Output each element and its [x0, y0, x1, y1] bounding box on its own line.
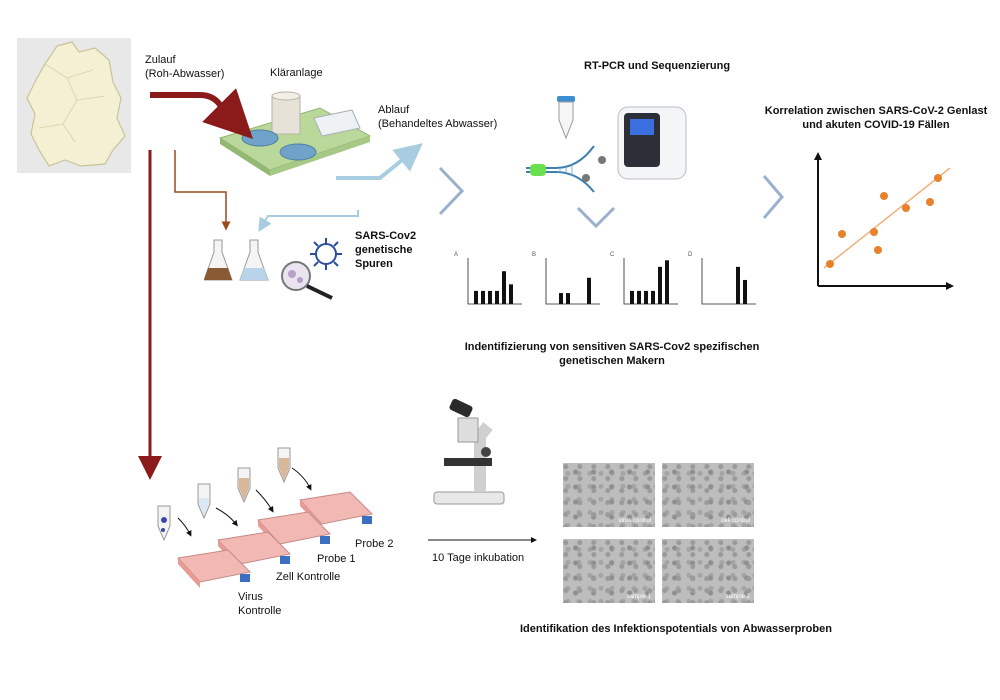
dna-strand-icon	[516, 134, 616, 194]
spuren-label-3: Spuren	[355, 258, 393, 270]
bar	[736, 266, 740, 304]
rtpcr-title: RT-PCR und Sequenzierung	[584, 60, 731, 72]
scatter-point	[874, 246, 882, 254]
marker-bar-charts: A B C D	[454, 252, 756, 305]
zell-kontrolle-label: Zell Kontrolle	[276, 571, 341, 583]
zulauf-label: Zulauf	[145, 54, 176, 66]
bar	[509, 284, 513, 304]
micrograph-virus-control: virus control	[563, 463, 655, 527]
bar	[658, 266, 662, 304]
marker-title-1: Indentifizierung von sensitiven SARS-Cov…	[464, 341, 760, 353]
scatter-point	[880, 192, 888, 200]
bar	[495, 290, 499, 304]
scatter-point	[838, 230, 846, 238]
magnifier-icon	[276, 258, 342, 302]
micrograph-sample-1: sample 1	[563, 539, 655, 603]
virus-icon	[308, 236, 344, 272]
scatter-point	[870, 228, 878, 236]
scatter-point	[902, 204, 910, 212]
bar	[481, 290, 485, 304]
kontrolle-label: Kontrolle	[238, 605, 282, 617]
probe1-label: Probe 1	[317, 553, 356, 565]
virus-label: Virus	[238, 591, 263, 603]
tube-icon	[555, 96, 577, 140]
pcr-machine-icon	[614, 103, 690, 183]
korrelation-title-1: Korrelation zwischen SARS-CoV-2 Genlast	[764, 105, 988, 117]
tube-virus	[157, 505, 171, 542]
klaeranlage-label: Kläranlage	[270, 67, 323, 79]
inflow-arrow	[150, 88, 253, 139]
chevron-1	[438, 166, 465, 216]
cell-flask-group	[157, 447, 374, 588]
bar	[474, 290, 478, 304]
panel-label: C	[610, 252, 615, 258]
probe2-label: Probe 2	[355, 538, 394, 550]
ablauf-sub-label: (Behandeltes Abwasser)	[378, 118, 498, 130]
chevron-2	[762, 175, 784, 219]
panel-axis	[701, 258, 756, 305]
scatter-point	[926, 198, 934, 206]
ablauf-label: Ablauf	[378, 104, 410, 116]
bar	[637, 290, 641, 304]
bar	[651, 290, 655, 304]
sample-arrow	[174, 150, 231, 231]
panel-label: B	[532, 252, 536, 258]
correlation-scatter	[814, 152, 954, 290]
zulauf-sub-label: (Roh-Abwasser)	[145, 68, 225, 80]
inkubation-label: 10 Tage inkubation	[432, 552, 525, 564]
treatment-plant-icon	[210, 88, 375, 180]
micrograph-cell-control: cell control	[662, 463, 754, 527]
outflow-arrow	[336, 143, 423, 180]
germany-map-icon	[17, 38, 131, 173]
spuren-label-2: genetische	[355, 244, 413, 256]
chevron-down	[576, 206, 616, 229]
korrelation-title-2: und akuten COVID-19 Fällen	[802, 119, 950, 131]
panel-axis	[545, 258, 600, 305]
flask-icon	[203, 238, 274, 284]
bar	[488, 290, 492, 304]
bar	[665, 260, 669, 304]
bar	[644, 290, 648, 304]
micrograph-sample-2: sample 2	[662, 539, 754, 603]
scatter-point	[934, 174, 942, 182]
spuren-label-1: SARS-Cov2	[355, 230, 417, 242]
panel-label: A	[454, 252, 458, 258]
bar	[587, 277, 591, 304]
bar	[566, 293, 570, 304]
bar	[743, 279, 747, 304]
marker-title-2: genetischen Makern	[559, 355, 665, 367]
infektion-title: Identifikation des Infektionspotentials …	[520, 623, 832, 635]
bar	[559, 293, 563, 304]
microscope-icon	[424, 396, 514, 506]
bar	[630, 290, 634, 304]
scatter-point	[826, 260, 834, 268]
bar	[502, 271, 506, 304]
panel-label: D	[688, 252, 693, 258]
trace-arrow	[258, 210, 359, 233]
